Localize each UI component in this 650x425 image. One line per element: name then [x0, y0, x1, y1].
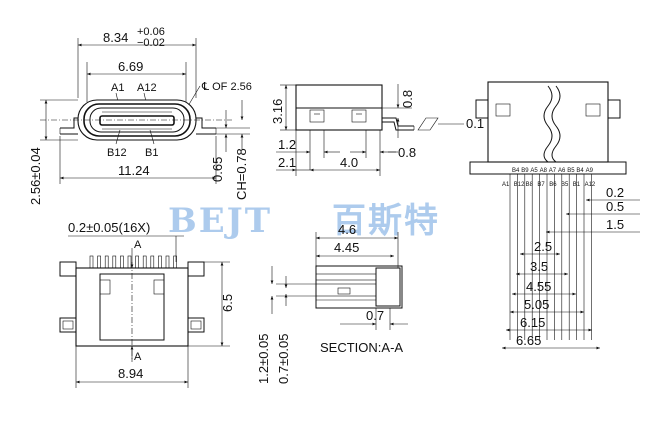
dim-4-0: 4.0	[340, 155, 358, 170]
right-dim-label: 6.65	[516, 333, 541, 348]
plan-pin	[112, 255, 117, 269]
pin-pitch-note: 0.2±0.05(16X)	[68, 220, 150, 235]
end-view-upper	[469, 81, 627, 175]
pin-bottom-label: B7	[537, 182, 545, 188]
dim-section-0-7: 0.7	[366, 308, 384, 323]
watermark-brand: BEJT	[168, 201, 272, 241]
pin-top-label: A8	[540, 168, 548, 174]
dim-section-vertical-b: 0.7±0.05	[276, 333, 291, 384]
dim-0-8-right: 0.8	[398, 145, 416, 160]
plan-pin	[142, 255, 147, 269]
plan-pin	[150, 255, 155, 269]
dim-1-2: 1.2	[278, 137, 296, 152]
pin-top-label: A6	[558, 168, 566, 174]
pin-bottom-label: A12	[585, 182, 596, 188]
pin-label-b12: B12	[107, 147, 127, 159]
pin-top-label: A9	[586, 168, 594, 174]
plan-pin	[165, 255, 170, 269]
right-dim-label: 3.5	[530, 259, 548, 274]
pin-label-a12: A12	[137, 82, 157, 94]
dim-footprint-width: 11.24	[118, 163, 150, 178]
plan-pin	[104, 255, 109, 269]
plan-pin	[135, 255, 139, 269]
plan-pin	[89, 255, 94, 269]
right-dim-label: 0.2	[606, 185, 624, 200]
front-view: 8.34 +0.06 −0.02 6.69 A1 A12 ℄ OF 2.56	[28, 26, 252, 205]
dim-overall-width-tol-minus: −0.02	[137, 37, 165, 49]
pin-top-label: B4	[512, 168, 520, 174]
watermark-chinese: 百斯特	[332, 201, 440, 241]
dim-lead-thickness: 0.1	[466, 116, 484, 131]
right-dim-label: 0.5	[606, 199, 624, 214]
dim-plan-width: 8.94	[118, 366, 143, 381]
pin-top-label: A7	[549, 168, 557, 174]
center-line-note: ℄ OF 2.56	[201, 81, 252, 93]
dim-height: 2.56±0.04	[28, 147, 43, 205]
side-view: 0.1 3.16 0.8 1.2 2.1 4.0 0.8	[270, 84, 484, 176]
section-marker-bottom: A	[134, 351, 142, 363]
dim-chamfer: CH=0.78	[234, 148, 249, 200]
right-dim-label: 5.05	[524, 297, 549, 312]
section-marker-top: A	[134, 239, 142, 251]
plan-pin	[127, 255, 132, 269]
dim-standoff: 0.65	[210, 157, 225, 182]
dim-top-gap: 0.8	[400, 90, 415, 108]
pin-top-label: B9	[521, 168, 529, 174]
dim-opening-width: 6.69	[118, 59, 143, 74]
dim-plan-height: 6.5	[220, 294, 235, 312]
pin-bottom-label: B8	[526, 182, 534, 188]
dim-overall-width: 8.34	[103, 30, 128, 45]
dim-2-1: 2.1	[278, 155, 296, 170]
plan-pin	[158, 255, 162, 269]
plan-view: 0.2±0.05(16X) A A 6.5 8.94	[59, 220, 235, 388]
pin-bottom-label: A1	[502, 182, 510, 188]
pin-label-a1: A1	[111, 82, 124, 94]
pin-bottom-label: B6	[549, 182, 557, 188]
right-dim-label: 4.55	[526, 279, 551, 294]
dim-side-height: 3.16	[270, 99, 285, 124]
pin-label-b1: B1	[145, 147, 158, 159]
right-dim-label: 2.5	[534, 239, 552, 254]
watermark: BEJT 百斯特	[168, 201, 440, 241]
dim-section-vertical-a: 1.2±0.05	[256, 333, 271, 384]
dim-section-4-45: 4.45	[334, 240, 359, 255]
right-dim-label: 1.5	[606, 217, 624, 232]
section-view: 4.6 4.45 1.2±0.05 0.7±0.05 0.7 SECTION:A…	[256, 222, 408, 384]
pin-top-label: B5	[567, 168, 575, 174]
section-caption: SECTION:A-A	[320, 340, 403, 355]
plan-pin	[97, 255, 101, 269]
pin-bottom-label: B12	[514, 182, 525, 188]
pin-bottom-label: B5	[561, 182, 569, 188]
right-dim-label: 6.15	[520, 315, 545, 330]
pin-top-label: A5	[530, 168, 538, 174]
dim-section-4-6: 4.6	[338, 222, 356, 237]
plan-pin	[120, 255, 124, 269]
pin-top-label: B4	[576, 168, 584, 174]
dim-overall-width-tol-plus: +0.06	[137, 26, 165, 38]
